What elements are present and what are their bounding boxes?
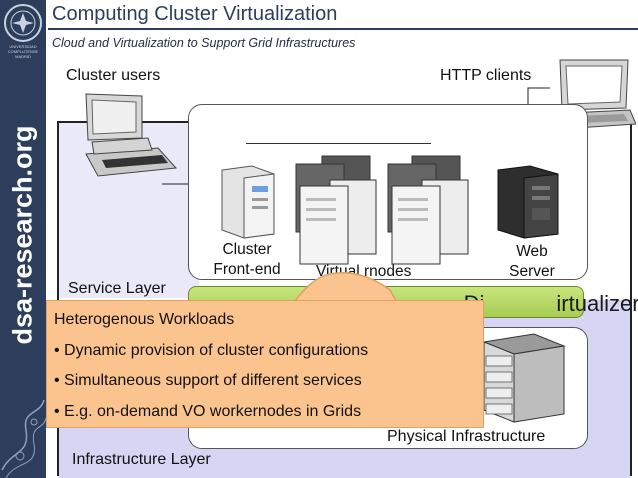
virtualizer-label-end: irtualizer (556, 291, 638, 316)
service-layer-label: Service Layer (68, 280, 166, 297)
cluster-frontend-label-line1: Cluster (222, 241, 272, 258)
page-subtitle: Cloud and Virtualization to Support Grid… (52, 36, 356, 50)
cluster-users-label: Cluster users (66, 67, 161, 84)
web-server-icon (497, 165, 559, 239)
logo-caption: UNIVERSIDAD COMPLUTENSE MADRID (7, 44, 39, 59)
web-server-label-line1: Web (516, 243, 548, 260)
callout-bullet: • Simultaneous support of different serv… (54, 372, 362, 389)
sidebar: UNIVERSIDAD COMPLUTENSE MADRID dsa-resea… (0, 0, 46, 478)
callout-bullet-text: E.g. on-demand VO workernodes in Grids (64, 403, 362, 420)
infrastructure-layer-label: Infrastructure Layer (72, 451, 211, 468)
laptop-icon (545, 59, 636, 131)
rack-servers-icon (482, 333, 566, 423)
frontend-link-line (246, 143, 431, 144)
desktop-computer-icon (85, 93, 178, 177)
page-title: Computing Cluster Virtualization (52, 3, 338, 25)
physical-infrastructure-label: Physical Infrastructure (387, 428, 546, 445)
cluster-frontend-label: Cluster Front-end (206, 240, 288, 280)
web-server-label-line2: Server (509, 263, 555, 280)
site-name: dsa-research.org (0, 120, 46, 350)
site-name-text: dsa-research.org (7, 125, 38, 345)
frontend-server-icon (221, 165, 275, 239)
cluster-frontend-label-line2: Front-end (213, 261, 281, 278)
callout-bullet-text: Simultaneous support of different servic… (64, 372, 362, 389)
callout-bullet-text: Dynamic provision of cluster configurati… (64, 342, 369, 359)
ornament-icon (1, 399, 46, 478)
virtual-nodes-icon (295, 155, 469, 265)
callout-box (46, 300, 484, 428)
http-clients-label: HTTP clients (440, 67, 532, 84)
callout-bullet: • Dynamic provision of cluster configura… (54, 342, 369, 359)
callout-heading: Heterogenous Workloads (54, 311, 235, 328)
web-server-label: Web Server (500, 242, 564, 282)
callout-pointer (290, 271, 401, 308)
title-divider (48, 28, 638, 30)
callout-bullet: • E.g. on-demand VO workernodes in Grids (54, 403, 362, 420)
university-seal-icon (4, 4, 42, 42)
